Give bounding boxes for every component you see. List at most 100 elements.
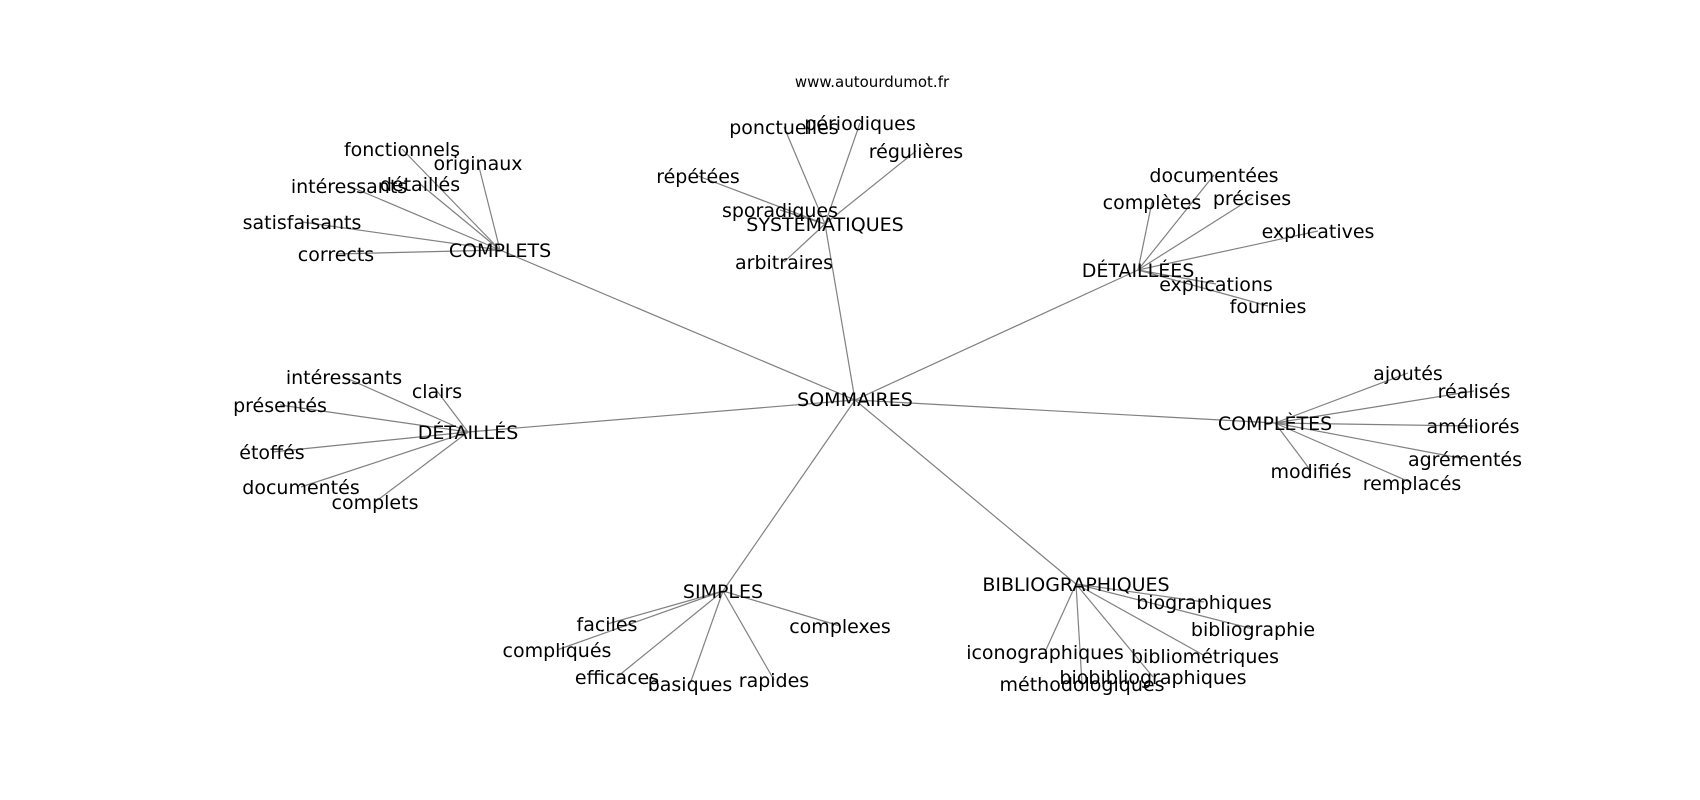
leaf-node: détaillés bbox=[380, 174, 460, 196]
edge-hub-leaf bbox=[343, 376, 469, 433]
edge-hub-leaf bbox=[436, 390, 469, 433]
leaf-node: agrémentés bbox=[1408, 449, 1522, 471]
edges bbox=[271, 122, 1475, 685]
edge-hub-leaf bbox=[824, 150, 917, 225]
leaf-node: basiques bbox=[648, 674, 733, 696]
labels: www.autourdumot.fr SOMMAIRES COMPLETSfon… bbox=[233, 73, 1522, 696]
leaf-node: satisfaisants bbox=[243, 212, 362, 234]
leaf-node: corrects bbox=[298, 244, 374, 266]
edge-hub-leaf bbox=[1075, 583, 1254, 630]
leaf-node: réalisés bbox=[1438, 381, 1511, 403]
edge-hub-leaf bbox=[1274, 422, 1413, 484]
leaf-node: bibliographie bbox=[1191, 619, 1315, 641]
edge-hub-leaf bbox=[1075, 583, 1154, 678]
hub-node: DÉTAILLÉS bbox=[418, 421, 519, 444]
leaf-node: bibliométriques bbox=[1131, 646, 1279, 668]
edge-center-hub bbox=[854, 399, 1077, 585]
hub-node: SIMPLES bbox=[683, 581, 763, 603]
edge-hub-leaf bbox=[689, 590, 724, 685]
leaf-node: intéressants bbox=[286, 367, 402, 389]
leaf-node: sporadiques bbox=[722, 200, 838, 222]
leaf-node: fonctionnels bbox=[344, 139, 460, 161]
edge-center-hub bbox=[467, 399, 856, 433]
edge-hub-leaf bbox=[824, 122, 861, 225]
leaf-node: explicatives bbox=[1262, 221, 1375, 243]
hub-node: SYSTÉMATIQUES bbox=[746, 213, 903, 236]
edge-hub-leaf bbox=[1137, 197, 1253, 271]
edge-hub-leaf bbox=[335, 249, 501, 255]
leaf-node: complexes bbox=[789, 616, 891, 638]
edge-hub-leaf bbox=[419, 183, 501, 251]
edge-hub-leaf bbox=[1137, 269, 1269, 307]
edge-hub-leaf bbox=[374, 431, 469, 503]
leaf-node: méthodologiques bbox=[1000, 674, 1165, 696]
leaf-node: régulières bbox=[869, 141, 963, 163]
edge-hub-leaf bbox=[279, 404, 469, 433]
leaf-node: ajoutés bbox=[1373, 363, 1443, 385]
edge-hub-leaf bbox=[783, 126, 826, 225]
hub-node: BIBLIOGRAPHIQUES bbox=[982, 574, 1169, 596]
leaf-node: arbitraires bbox=[735, 252, 833, 274]
edge-hub-leaf bbox=[779, 209, 826, 225]
leaf-node: périodiques bbox=[804, 113, 916, 135]
leaf-node: originaux bbox=[433, 153, 522, 175]
hub-node: COMPLÈTES bbox=[1218, 412, 1332, 435]
leaf-node: clairs bbox=[412, 381, 462, 403]
edge-hub-leaf bbox=[1044, 583, 1077, 653]
leaf-node: complètes bbox=[1103, 192, 1202, 214]
edge-hub-leaf bbox=[697, 175, 826, 225]
edge-hub-leaf bbox=[1274, 422, 1466, 460]
hub-node: DÉTAILLÉES bbox=[1082, 259, 1195, 282]
leaf-node: efficaces bbox=[575, 667, 659, 689]
leaf-node: intéressants bbox=[291, 176, 407, 198]
leaf-node: remplacés bbox=[1363, 473, 1462, 495]
leaf-node: documentés bbox=[242, 477, 359, 499]
leaf-node: fournies bbox=[1230, 296, 1307, 318]
leaf-node: complets bbox=[332, 492, 419, 514]
edge-center-hub bbox=[824, 223, 856, 401]
edge-center-hub bbox=[722, 399, 856, 592]
edge-hub-leaf bbox=[606, 590, 724, 625]
leaf-node: améliorés bbox=[1426, 416, 1519, 438]
hub-node: COMPLETS bbox=[449, 240, 551, 262]
edge-hub-leaf bbox=[1137, 201, 1153, 271]
leaf-node: étoffés bbox=[239, 442, 304, 464]
leaf-node: documentées bbox=[1149, 165, 1278, 187]
leaf-node: précises bbox=[1213, 188, 1291, 210]
edge-hub-leaf bbox=[301, 221, 501, 251]
leaf-node: compliqués bbox=[503, 640, 612, 662]
source-label: www.autourdumot.fr bbox=[795, 73, 950, 91]
edge-hub-leaf bbox=[477, 162, 501, 251]
edge-hub-leaf bbox=[722, 590, 775, 681]
edge-hub-leaf bbox=[1274, 372, 1409, 424]
leaf-node: ponctuelles bbox=[729, 117, 839, 139]
edge-hub-leaf bbox=[1274, 422, 1474, 427]
edge-hub-leaf bbox=[556, 590, 724, 651]
edge-hub-leaf bbox=[1274, 390, 1475, 424]
leaf-node: biobibliographiques bbox=[1059, 667, 1246, 689]
leaf-node: modifiés bbox=[1270, 461, 1351, 483]
edge-hub-leaf bbox=[271, 431, 469, 453]
edge-hub-leaf bbox=[1075, 583, 1205, 603]
edge-center-hub bbox=[499, 249, 856, 401]
leaf-node: iconographiques bbox=[966, 642, 1124, 664]
edge-hub-leaf bbox=[616, 590, 724, 678]
edge-hub-leaf bbox=[401, 148, 501, 251]
leaf-node: rapides bbox=[739, 670, 809, 692]
leaf-node: biographiques bbox=[1136, 592, 1272, 614]
edge-hub-leaf bbox=[1137, 174, 1215, 271]
leaf-node: répétées bbox=[656, 166, 740, 188]
edge-hub-leaf bbox=[1075, 583, 1083, 685]
edge-hub-leaf bbox=[1075, 583, 1206, 657]
edge-hub-leaf bbox=[300, 431, 469, 488]
leaf-node: présentés bbox=[233, 395, 327, 417]
edge-hub-leaf bbox=[722, 590, 841, 627]
edge-hub-leaf bbox=[1274, 422, 1312, 472]
leaf-node: explications bbox=[1159, 274, 1273, 296]
edge-center-hub bbox=[854, 269, 1139, 401]
edge-hub-leaf bbox=[1137, 269, 1217, 285]
edge-hub-leaf bbox=[783, 223, 826, 263]
edge-hub-leaf bbox=[1137, 230, 1319, 271]
leaf-node: faciles bbox=[577, 614, 638, 636]
